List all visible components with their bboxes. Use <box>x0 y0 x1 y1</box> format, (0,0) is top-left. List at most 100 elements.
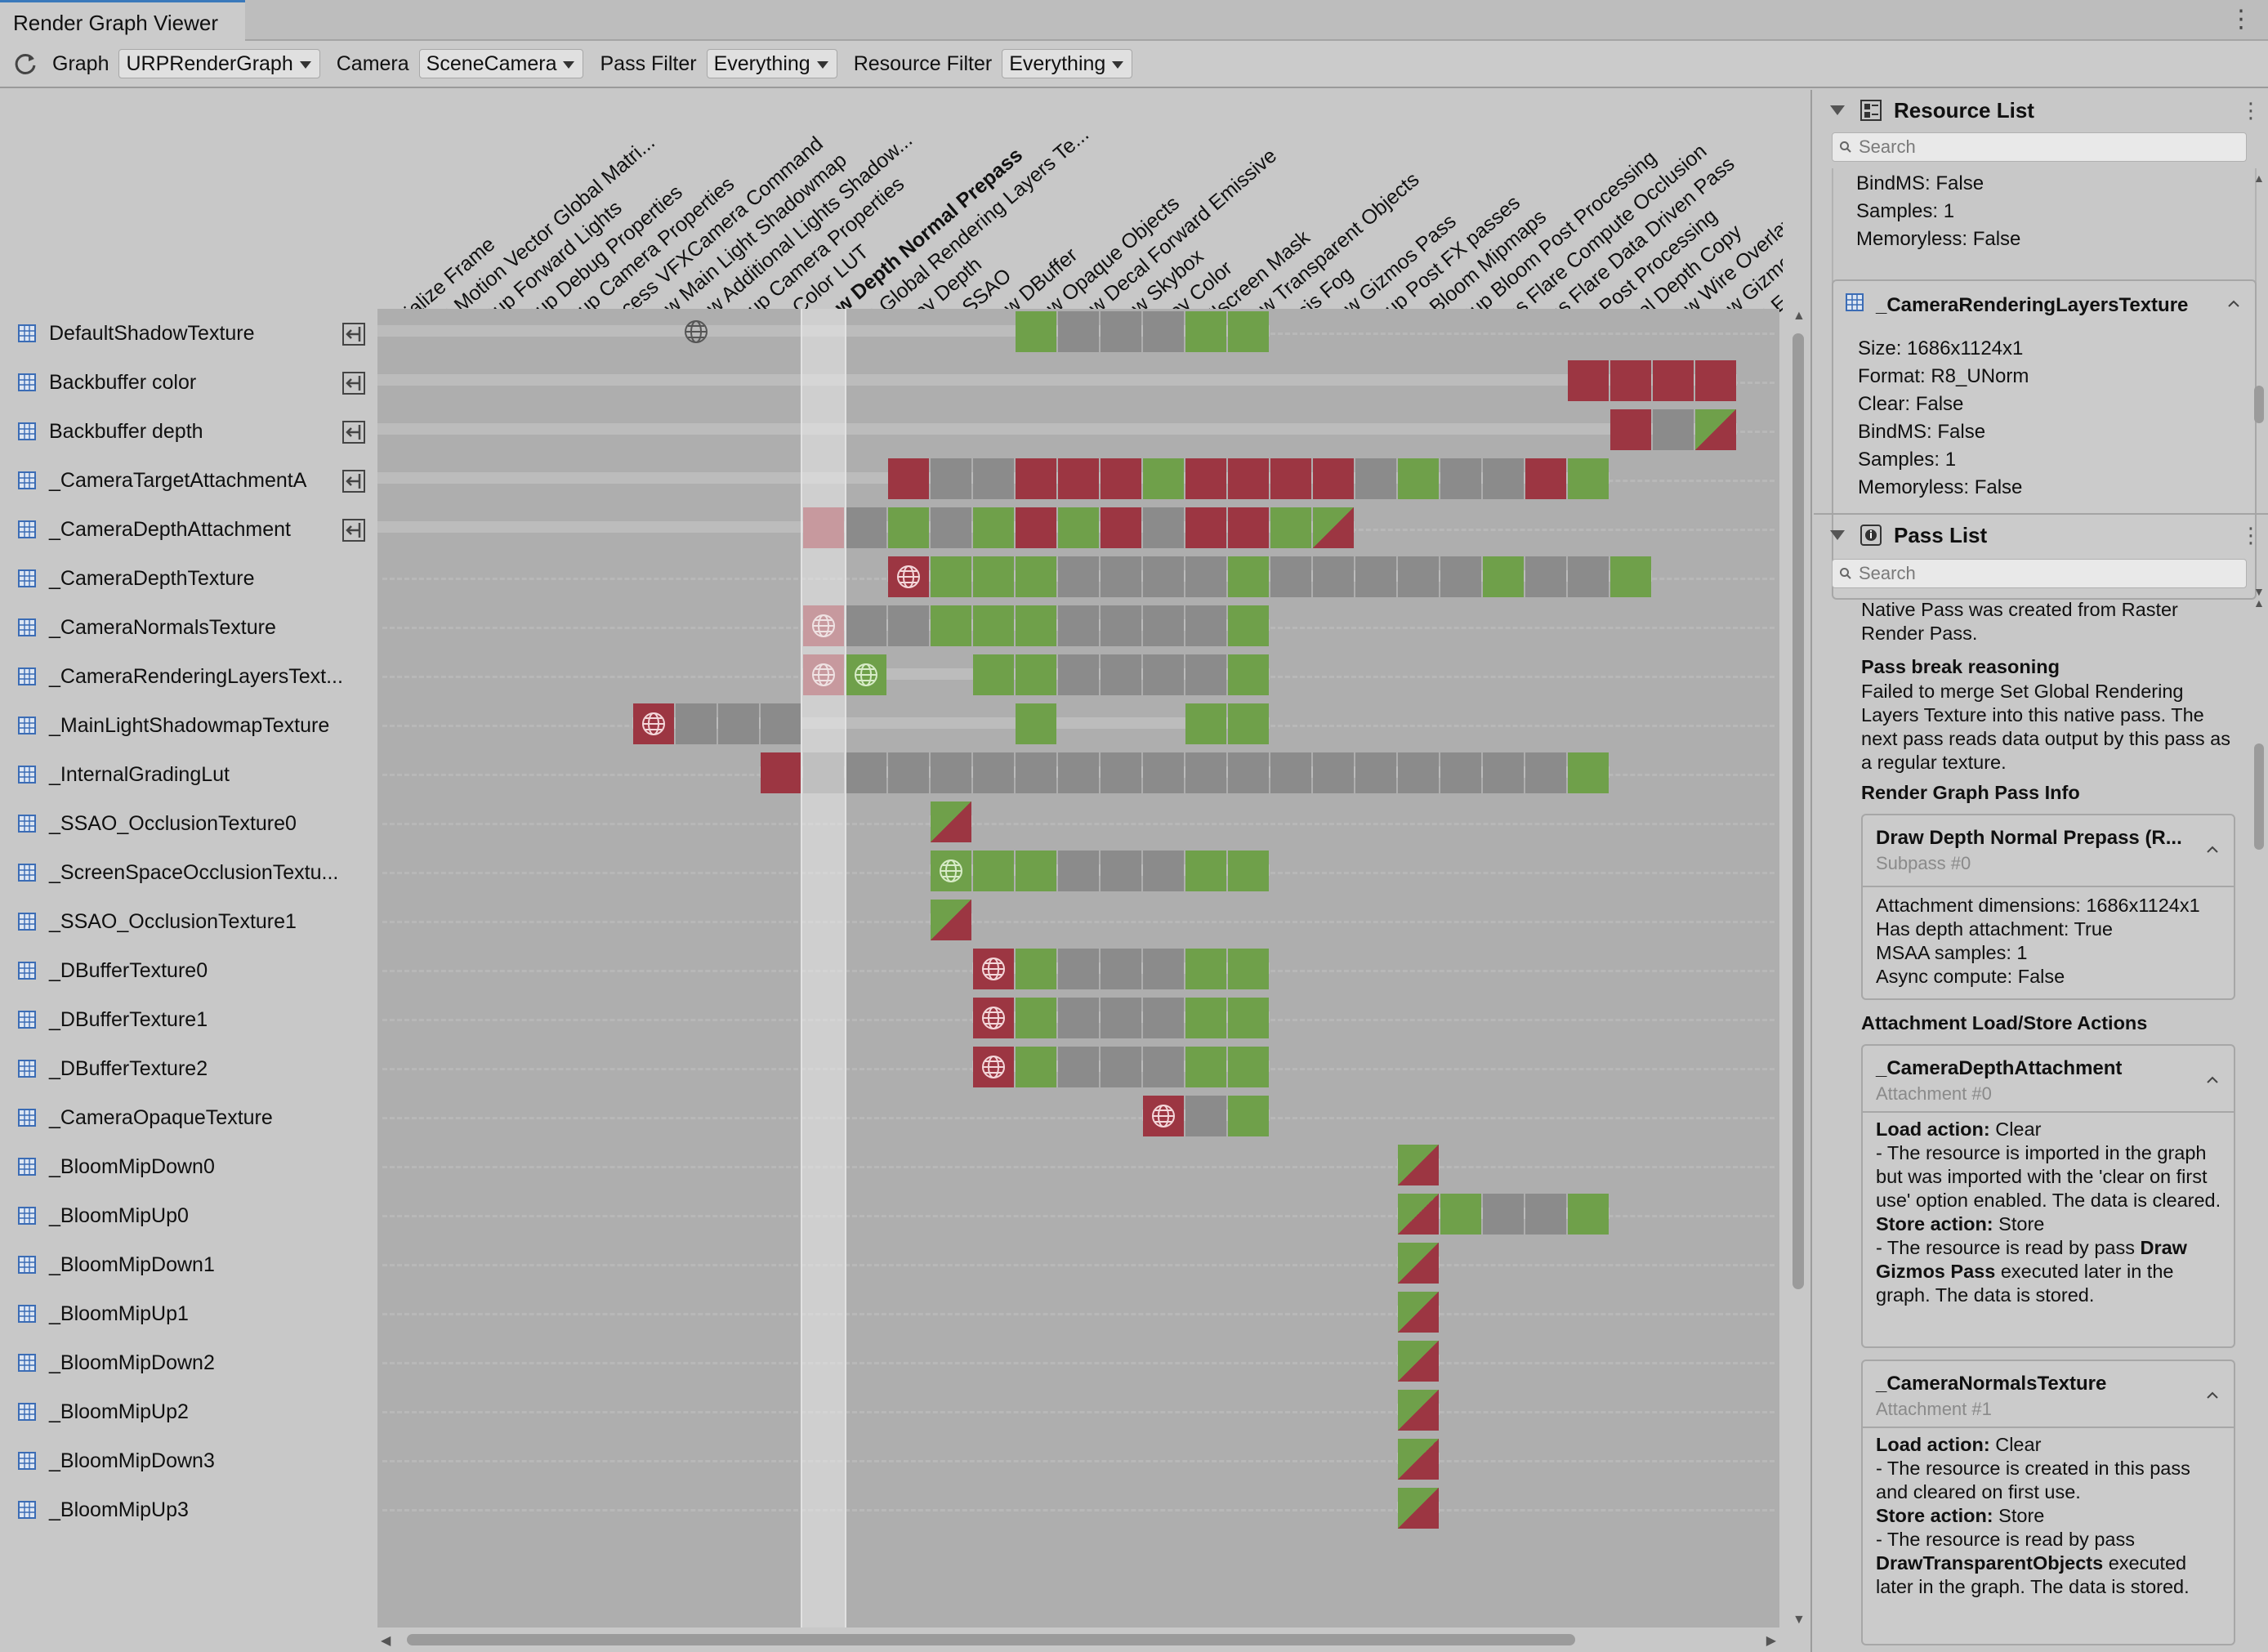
resource-read-cell[interactable] <box>1228 556 1269 597</box>
resource-unused-cell[interactable] <box>676 703 717 744</box>
graph-dropdown[interactable]: URPRenderGraph <box>118 49 320 78</box>
resource-unused-cell[interactable] <box>1440 752 1481 793</box>
resource-unused-cell[interactable] <box>1058 949 1099 989</box>
resource-row-label[interactable]: _DBufferTexture2 <box>18 1044 377 1093</box>
resource-unused-cell[interactable] <box>846 752 886 793</box>
resource-unused-cell[interactable] <box>1270 556 1311 597</box>
resource-unused-cell[interactable] <box>1355 556 1396 597</box>
scroll-thumb[interactable] <box>2254 386 2264 423</box>
resource-write-cell[interactable] <box>1525 458 1566 499</box>
resource-write-cell[interactable] <box>1101 458 1141 499</box>
resource-unused-cell[interactable] <box>1016 752 1056 793</box>
resource-unused-cell[interactable] <box>1653 409 1694 450</box>
resource-write-cell[interactable] <box>1185 458 1226 499</box>
resource-read-write-cell[interactable] <box>1398 1488 1439 1529</box>
resource-unused-cell[interactable] <box>1143 654 1184 695</box>
grid-horizontal-scrollbar[interactable]: ◀ ▶ <box>377 1631 1779 1649</box>
resource-read-cell[interactable] <box>1568 1194 1609 1235</box>
resource-create-cell[interactable] <box>931 851 971 891</box>
resource-row-label[interactable]: _InternalGradingLut <box>18 750 377 799</box>
resource-unused-cell[interactable] <box>846 605 886 646</box>
resource-read-cell[interactable] <box>1016 949 1056 989</box>
resource-row-label[interactable]: DefaultShadowTexture <box>18 309 377 358</box>
resource-unused-cell[interactable] <box>1143 507 1184 548</box>
resource-read-cell[interactable] <box>1058 507 1099 548</box>
resource-unused-cell[interactable] <box>1313 752 1354 793</box>
resource-write-cell[interactable] <box>1270 458 1311 499</box>
resource-unused-cell[interactable] <box>1143 752 1184 793</box>
resource-read-cell[interactable] <box>1016 654 1056 695</box>
resource-unused-cell[interactable] <box>1143 605 1184 646</box>
resource-read-write-cell[interactable] <box>1398 1194 1439 1235</box>
resource-read-cell[interactable] <box>1228 311 1269 352</box>
resource-unused-cell[interactable] <box>1440 458 1481 499</box>
resource-unused-cell[interactable] <box>1101 752 1141 793</box>
resource-unused-cell[interactable] <box>1101 851 1141 891</box>
resource-unused-cell[interactable] <box>973 458 1014 499</box>
resource-list-scrollbar[interactable]: ▲ ▼ <box>2253 172 2265 598</box>
resource-write-cell[interactable] <box>888 458 929 499</box>
resource-row-label[interactable]: Backbuffer color <box>18 358 377 407</box>
resource-unused-cell[interactable] <box>1101 605 1141 646</box>
resource-read-cell[interactable] <box>1185 851 1226 891</box>
scroll-thumb[interactable] <box>407 1634 1575 1645</box>
resource-read-cell[interactable] <box>1610 556 1651 597</box>
resource-unused-cell[interactable] <box>1143 1047 1184 1087</box>
resource-read-cell[interactable] <box>1185 1047 1226 1087</box>
pass-list-header[interactable]: Pass List ⋮ <box>1814 515 2268 556</box>
chevron-up-icon[interactable] <box>2206 1074 2219 1087</box>
grid-vertical-scrollbar[interactable]: ▲ ▼ <box>1788 309 1809 1627</box>
resource-read-cell[interactable] <box>1016 998 1056 1038</box>
resource-read-cell[interactable] <box>1185 703 1226 744</box>
pass-info-card[interactable]: Draw Depth Normal Prepass (R... Subpass … <box>1861 814 2235 1000</box>
resource-unused-cell[interactable] <box>1101 1047 1141 1087</box>
resource-read-cell[interactable] <box>973 851 1014 891</box>
resource-unused-cell[interactable] <box>931 507 971 548</box>
resource-unused-cell[interactable] <box>718 703 759 744</box>
camera-dropdown[interactable]: SceneCamera <box>418 49 584 78</box>
resource-read-write-cell[interactable] <box>1313 507 1354 548</box>
resource-unused-cell[interactable] <box>1483 752 1524 793</box>
resource-create-cell[interactable] <box>888 556 929 597</box>
resource-unused-cell[interactable] <box>1143 556 1184 597</box>
scroll-left-icon[interactable]: ◀ <box>381 1634 391 1648</box>
resource-row-label[interactable]: _BloomMipDown1 <box>18 1240 377 1289</box>
resource-unused-cell[interactable] <box>1058 311 1099 352</box>
resource-read-cell[interactable] <box>1483 556 1524 597</box>
resource-row-label[interactable]: _BloomMipDown0 <box>18 1142 377 1191</box>
resource-unused-cell[interactable] <box>1313 556 1354 597</box>
resource-unused-cell[interactable] <box>1568 556 1609 597</box>
resource-unused-cell[interactable] <box>1525 752 1566 793</box>
scroll-right-icon[interactable]: ▶ <box>1766 1634 1776 1648</box>
resource-read-write-cell[interactable] <box>931 900 971 940</box>
resource-read-write-cell[interactable] <box>1398 1292 1439 1333</box>
kebab-menu-icon[interactable]: ⋮ <box>2240 98 2261 123</box>
resource-write-cell[interactable] <box>1185 507 1226 548</box>
resource-create-cell[interactable] <box>676 311 717 352</box>
collapse-triangle-icon[interactable] <box>1830 530 1845 540</box>
resource-write-cell[interactable] <box>1610 409 1651 450</box>
resource-read-cell[interactable] <box>1016 703 1056 744</box>
resource-write-cell[interactable] <box>1101 507 1141 548</box>
pass-filter-dropdown[interactable]: Everything <box>706 49 837 78</box>
resource-unused-cell[interactable] <box>1058 752 1099 793</box>
resource-row-label[interactable]: _BloomMipUp2 <box>18 1387 377 1436</box>
resource-read-cell[interactable] <box>931 556 971 597</box>
resource-row-label[interactable]: _CameraDepthAttachment <box>18 505 377 554</box>
resource-unused-cell[interactable] <box>931 458 971 499</box>
scroll-down-icon[interactable]: ▼ <box>1793 1613 1806 1627</box>
scroll-up-icon[interactable]: ▲ <box>1793 309 1806 323</box>
resource-create-cell[interactable] <box>1143 1096 1184 1136</box>
resource-row-label[interactable]: _DBufferTexture0 <box>18 946 377 995</box>
resource-unused-cell[interactable] <box>1058 998 1099 1038</box>
resource-unused-cell[interactable] <box>1143 998 1184 1038</box>
resource-read-cell[interactable] <box>1440 1194 1481 1235</box>
collapse-triangle-icon[interactable] <box>1830 105 1845 115</box>
resource-unused-cell[interactable] <box>1525 1194 1566 1235</box>
resource-read-write-cell[interactable] <box>1398 1145 1439 1185</box>
resource-search-input[interactable]: Search <box>1832 132 2247 162</box>
resource-create-cell[interactable] <box>633 703 674 744</box>
scroll-thumb[interactable] <box>1793 333 1804 1289</box>
resource-row-label[interactable]: _CameraRenderingLayersText... <box>18 652 377 701</box>
resource-read-write-cell[interactable] <box>931 801 971 842</box>
